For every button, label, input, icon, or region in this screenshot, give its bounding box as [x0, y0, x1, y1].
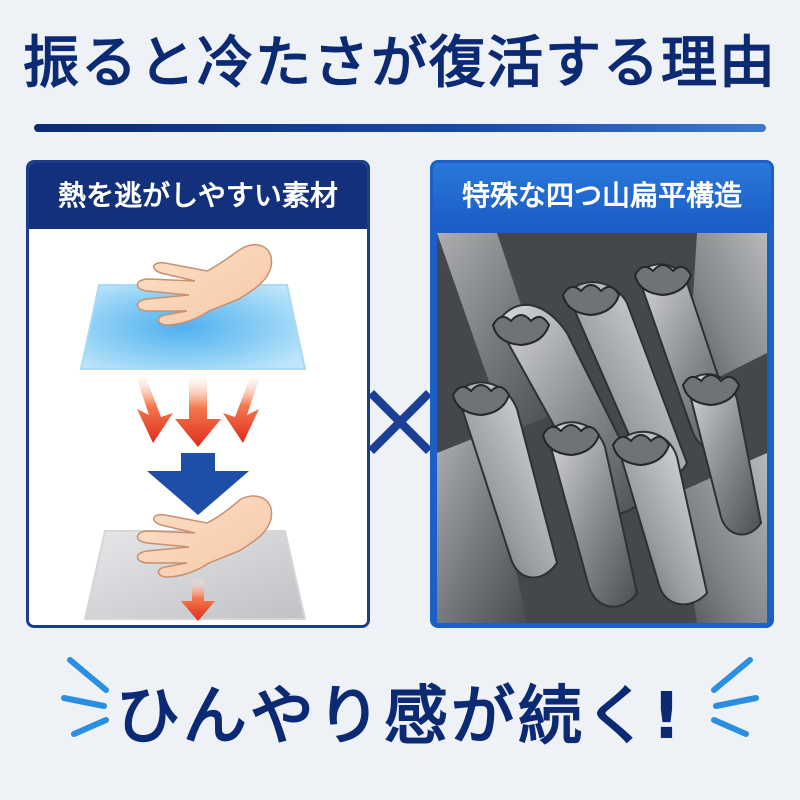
fiber-micrograph: [437, 233, 767, 623]
title-underline: [34, 124, 766, 132]
heat-release-diagram: [29, 229, 367, 625]
multiply-icon: [368, 390, 432, 454]
burst-lines-left: [61, 657, 109, 737]
hand-icon: [136, 495, 273, 578]
material-panel-heading: 熱を逃がしやすい素材: [29, 163, 367, 229]
hand-icon: [136, 244, 273, 326]
material-panel: 熱を逃がしやすい素材: [26, 160, 370, 628]
transition-arrow-icon: [147, 453, 249, 515]
page-title: 振ると冷たさが復活する理由: [23, 31, 777, 96]
heat-arrow-icon: [181, 579, 215, 621]
burst-lines-right: [711, 657, 759, 737]
structure-panel-heading: 特殊な四つ山扁平構造: [433, 163, 771, 229]
structure-panel: 特殊な四つ山扁平構造: [430, 160, 774, 628]
heat-arrow-icon: [137, 375, 259, 447]
heat-release-illustration: [79, 244, 307, 621]
cooling-tagline: ひんやり感が続く!: [115, 680, 685, 754]
fiber-cross-section-image: [437, 233, 767, 623]
